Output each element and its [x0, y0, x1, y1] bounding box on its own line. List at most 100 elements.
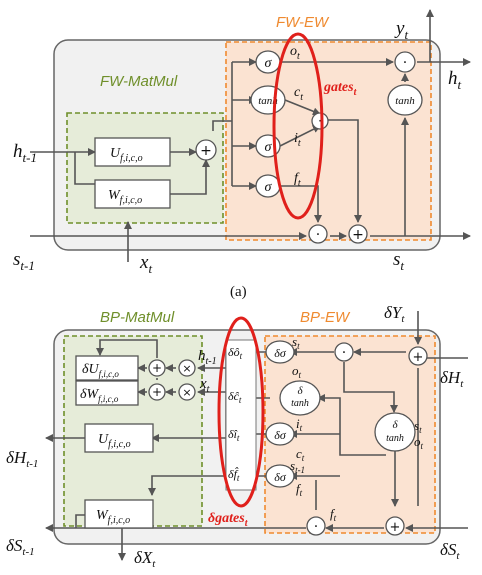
- bp-dtanh-c: [279, 380, 321, 416]
- svg-text:δUf,i,c,o: δUf,i,c,o: [82, 362, 119, 379]
- fw-gate-f: f: [294, 171, 300, 186]
- svg-text:δσ: δσ: [274, 428, 287, 442]
- svg-text:δît: δît: [228, 427, 240, 443]
- svg-text:+: +: [413, 350, 424, 365]
- svg-text:δXt: δXt: [134, 548, 156, 570]
- fw-matmul-add-op: [195, 139, 217, 161]
- bp-lbl-f1: f: [296, 481, 302, 496]
- bp-dw-label: δW: [80, 387, 100, 402]
- svg-text:tanh: tanh: [395, 95, 415, 107]
- svg-text:δĉt: δĉt: [228, 389, 242, 405]
- svg-text:Wf,i,c,o: Wf,i,c,o: [96, 508, 130, 526]
- bp-dgate-c: δĉ: [228, 389, 240, 403]
- fw-gates-label: gates: [323, 80, 354, 95]
- bp-input-dS: δS: [440, 540, 457, 559]
- fw-caption: (a): [230, 284, 247, 300]
- svg-text:st: st: [393, 249, 404, 273]
- fw-ew-title: FW-EW: [276, 14, 330, 31]
- bp-dgate-f: δf̂: [228, 466, 239, 481]
- fw-gate-c: c: [294, 85, 301, 100]
- bp-input-dH: δH: [440, 368, 462, 387]
- fw-gate-i: i: [294, 131, 298, 146]
- svg-text:st-1: st-1: [13, 249, 35, 273]
- bp-dgates-highlight: [217, 316, 265, 508]
- svg-text:xt: xt: [139, 252, 152, 276]
- svg-text:gatest: gatest: [323, 80, 358, 98]
- svg-text:yt: yt: [394, 18, 408, 42]
- bp-w-label: W: [96, 508, 109, 523]
- bp-mult-dw: [178, 383, 196, 401]
- svg-text:ht-1: ht-1: [13, 141, 37, 165]
- svg-text:δ: δ: [392, 419, 398, 431]
- svg-text:it: it: [294, 131, 301, 149]
- svg-text:δ: δ: [297, 385, 303, 397]
- fw-gate-o: o: [290, 44, 297, 59]
- bp-lbl-c: c: [296, 446, 302, 461]
- fw-output-h: h: [448, 68, 458, 89]
- svg-text:ft: ft: [296, 481, 303, 498]
- svg-text:δSt: δSt: [440, 540, 460, 562]
- bp-lbl-f2: f: [330, 506, 336, 521]
- bp-lbl-i: i: [296, 416, 300, 431]
- bp-dgates-label: δgates: [208, 511, 245, 526]
- bp-w-box: [84, 499, 154, 529]
- fw-output-s: s: [393, 249, 400, 270]
- svg-text:δf̂t: δf̂t: [228, 466, 240, 483]
- svg-text:tanh: tanh: [386, 433, 404, 444]
- svg-text:σ: σ: [265, 180, 273, 195]
- fw-matmul-title: FW-MatMul: [100, 73, 178, 90]
- svg-text:·: ·: [403, 55, 407, 71]
- bp-dgate-i: δî: [228, 427, 238, 441]
- bp-input-dY: δY: [384, 303, 403, 322]
- bp-output-dH: δH: [6, 448, 28, 467]
- svg-text:ot: ot: [290, 44, 300, 62]
- bp-dsigma-f: [265, 464, 295, 488]
- svg-text:δSt-1: δSt-1: [6, 536, 35, 558]
- svg-text:δôt: δôt: [228, 345, 243, 361]
- bp-u-box: [84, 423, 154, 453]
- bp-mult-top: [334, 342, 354, 362]
- bp-output-dS: δS: [6, 536, 23, 555]
- svg-text:·: ·: [318, 114, 322, 128]
- bp-mult-bottom: [306, 516, 326, 536]
- bp-u-label: U: [98, 432, 109, 447]
- svg-text:Uf,i,c,o: Uf,i,c,o: [110, 146, 143, 164]
- svg-text:Uf,i,c,o: Uf,i,c,o: [98, 432, 131, 450]
- svg-text:δHt: δHt: [440, 368, 464, 390]
- svg-text:+: +: [200, 143, 212, 159]
- fw-w-label: W: [108, 188, 121, 203]
- svg-text:ot: ot: [292, 363, 302, 380]
- svg-text:it: it: [296, 416, 303, 433]
- svg-text:δgatest: δgatest: [208, 511, 249, 529]
- bp-du-label: δU: [82, 362, 100, 377]
- svg-text:tanh: tanh: [291, 398, 309, 409]
- fw-w-sub: f,i,c,o: [120, 195, 143, 206]
- svg-text:σ: σ: [265, 140, 273, 155]
- forward-diagram: FW-MatMul FW-EW Uf,i,c,o Wf,i,c,o +: [13, 9, 471, 300]
- fw-tanh-out: [387, 84, 423, 116]
- svg-text:+: +: [152, 361, 162, 375]
- fw-ew-region: [225, 41, 432, 241]
- bp-lbl-s2: s: [414, 418, 419, 433]
- bp-add-dw: [148, 383, 166, 401]
- svg-text:ft: ft: [294, 171, 301, 189]
- svg-text:+: +: [152, 385, 162, 399]
- fw-mult-h: [394, 51, 416, 73]
- svg-text:·: ·: [342, 345, 346, 361]
- bp-add-du: [148, 359, 166, 377]
- fw-u-sub: f,i,c,o: [120, 153, 143, 164]
- svg-text:+: +: [390, 520, 401, 535]
- svg-text:ht-1: ht-1: [198, 348, 217, 367]
- svg-text:·: ·: [316, 227, 320, 243]
- svg-text:δYt: δYt: [384, 303, 405, 325]
- bp-lbl-o2: o: [414, 434, 421, 449]
- bp-side-x: x: [199, 376, 207, 392]
- fw-add-s: [348, 224, 368, 244]
- fw-mult-f: [308, 224, 328, 244]
- fw-input-s: s: [13, 249, 20, 270]
- fw-u-box: [94, 137, 171, 167]
- svg-text:ot: ot: [414, 434, 424, 451]
- backward-diagram: BP-MatMul BP-EW: [6, 303, 468, 570]
- fw-input-h: h: [13, 141, 23, 162]
